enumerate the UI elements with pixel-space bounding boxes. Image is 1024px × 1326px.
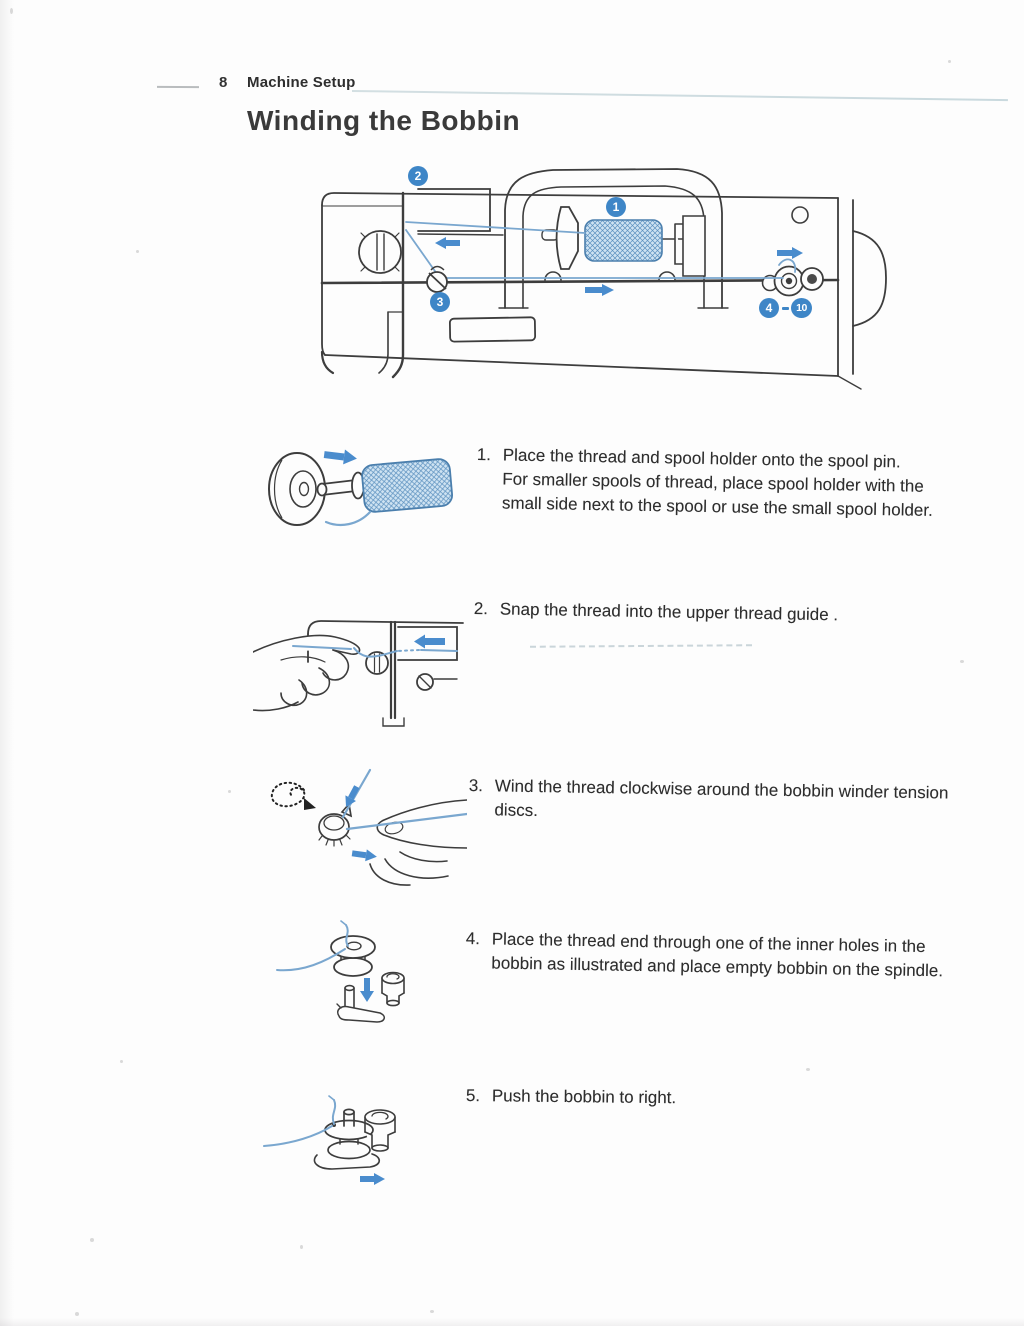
step2-illustration (252, 590, 468, 737)
step-3-number: 3. (468, 775, 484, 796)
scan-speck (120, 1060, 123, 1063)
thread (263, 1095, 337, 1147)
lower-thread-guide (426, 265, 448, 293)
page-title: Winding the Bobbin (247, 105, 521, 136)
machine-outline (320, 168, 887, 390)
step4-illustration (275, 900, 465, 1037)
stopper-cap (364, 1109, 396, 1152)
step-1-line2: For smaller spools of thread, place spoo… (501, 469, 933, 520)
step-1-line1: Place the thread and spool holder onto t… (502, 445, 901, 472)
scan-speck (90, 1238, 94, 1242)
spindle (336, 984, 385, 1023)
thread-direction-arrows (435, 237, 803, 296)
scan-artifact-line (529, 644, 753, 648)
step-4-text: Place the thread end through one of the … (491, 929, 944, 981)
step5-illustration (262, 1072, 462, 1202)
scan-speck (136, 250, 139, 253)
scan-speck (10, 8, 13, 14)
step-5-number: 5. (465, 1085, 481, 1106)
step-1-text: Place the thread and spool holder onto t… (502, 443, 955, 523)
step-3-text: Wind the thread clockwise around the bob… (494, 776, 949, 821)
step1-illustration (252, 432, 467, 545)
stopper-cap (381, 971, 405, 1007)
step-4-number: 4. (465, 928, 481, 949)
step-2-number: 2. (473, 598, 489, 619)
scan-speck (75, 1312, 79, 1316)
header-rule (351, 90, 1008, 102)
tension-disc (318, 802, 353, 847)
step-4: 4. Place the thread end through one of t… (465, 927, 954, 984)
thread (276, 920, 349, 972)
step-3: 3. Wind the thread clockwise around the … (468, 774, 969, 830)
section-title: Machine Setup (247, 74, 356, 91)
arrow-left-icon (435, 237, 460, 249)
scan-speck (960, 660, 964, 663)
machine-top-view-diagram (285, 158, 915, 408)
page-number: 8 (219, 74, 228, 91)
thread (292, 645, 458, 658)
arrow-down-left-icon (345, 785, 360, 808)
thread-spool (584, 219, 663, 262)
empty-bobbin (330, 935, 376, 977)
arrow-right-icon (351, 849, 377, 862)
step-5-text: Push the bobbin to right. (491, 1086, 677, 1108)
scan-speck (228, 790, 231, 793)
thread-path (405, 221, 797, 279)
scan-speck (430, 1310, 434, 1313)
callout-4: 4 (759, 298, 779, 318)
callout-10: 10 (791, 298, 812, 318)
spool-pin (316, 471, 365, 500)
step-2-text: Snap the thread into the upper thread gu… (499, 599, 839, 625)
callout-3: 3 (430, 292, 450, 312)
clockwise-loop-icon (270, 781, 316, 810)
callout-2: 2 (408, 166, 428, 186)
step-1: 1. Place the thread and spool holder ont… (476, 443, 955, 523)
scan-speck (300, 1245, 303, 1249)
arrow-down-icon (360, 978, 374, 1002)
bobbin-on-spindle (324, 1108, 374, 1160)
arrow-right-icon (360, 1173, 385, 1185)
step-2: 2. Snap the thread into the upper thread… (474, 597, 970, 630)
machine-diagram-drawing (320, 168, 887, 390)
step3-illustration (252, 762, 469, 895)
arrow-left-icon (414, 634, 445, 649)
scan-speck (806, 1068, 810, 1071)
callout-range-dash (782, 307, 789, 310)
step-1-number: 1. (476, 444, 492, 465)
step-5: 5. Push the bobbin to right. (466, 1084, 832, 1112)
header-rule-left (156, 85, 200, 89)
thread-spool-large (361, 458, 453, 513)
arrow-right-bottom-icon (585, 284, 614, 296)
spool-holder-disc (268, 452, 326, 526)
arrow-right-top-icon (777, 247, 803, 259)
hand (369, 799, 468, 886)
hand (252, 634, 361, 712)
machine-corner-outline (307, 620, 464, 727)
arrow-right-icon (323, 449, 357, 465)
callout-1: 1 (606, 197, 626, 217)
scan-speck (948, 60, 951, 63)
base-plate (313, 1153, 381, 1170)
thread-tail (324, 510, 372, 527)
